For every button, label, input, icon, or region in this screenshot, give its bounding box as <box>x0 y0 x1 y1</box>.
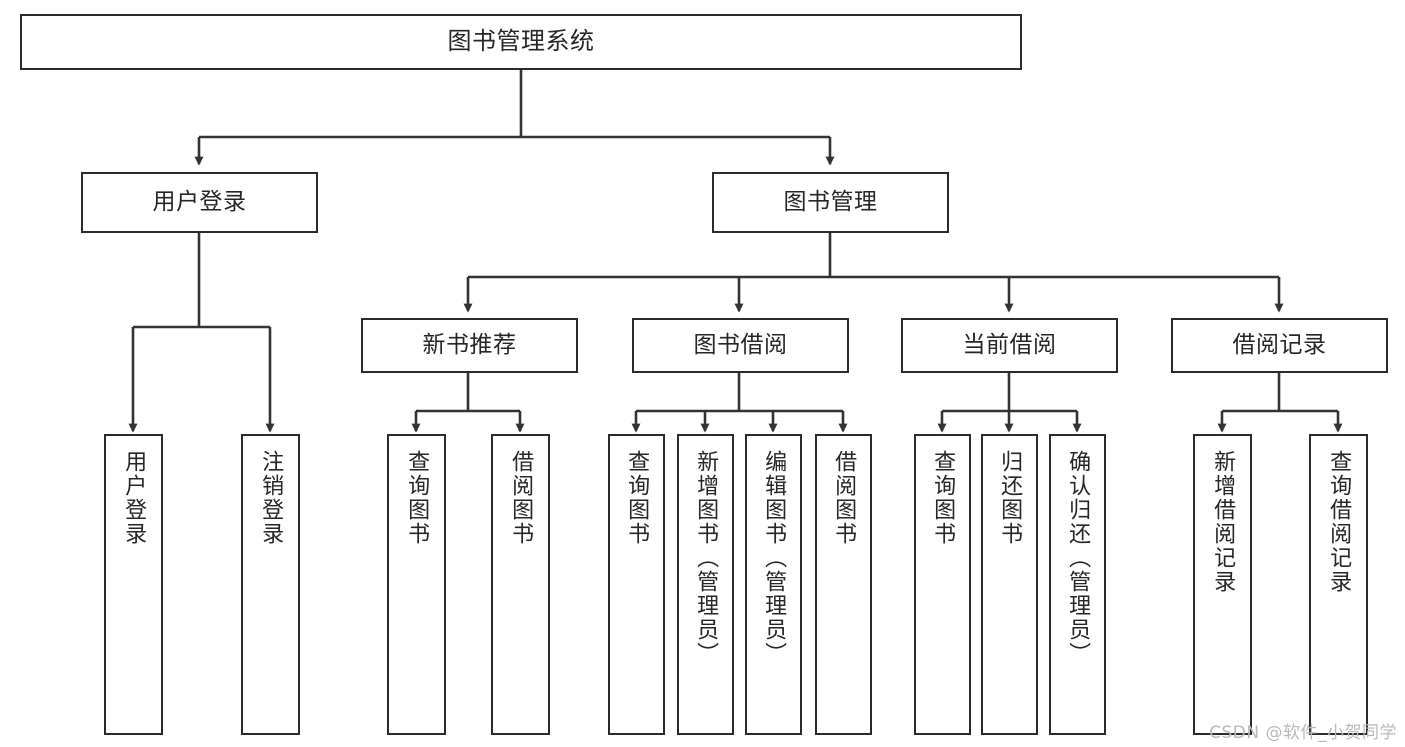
node-leaf-edit-book[interactable]: 编辑图书（管理员） <box>745 434 802 735</box>
node-root-book-management-system[interactable]: 图书管理系统 <box>20 14 1022 70</box>
node-leaf-add-book[interactable]: 新增图书（管理员） <box>677 434 734 735</box>
node-leaf-logout[interactable]: 注销登录 <box>241 434 300 735</box>
node-leaf-query-record-label: 查询借阅记录 <box>1326 450 1352 594</box>
node-current-borrow-label: 当前借阅 <box>962 332 1057 359</box>
node-leaf-user-login-label: 用户登录 <box>121 450 147 546</box>
node-user-login[interactable]: 用户登录 <box>81 172 318 233</box>
node-leaf-add-record-label: 新增借阅记录 <box>1210 450 1236 594</box>
node-borrow-record-label: 借阅记录 <box>1232 332 1327 359</box>
node-leaf-user-login[interactable]: 用户登录 <box>104 434 163 735</box>
node-leaf-confirm-return[interactable]: 确认归还（管理员） <box>1049 434 1106 735</box>
node-current-borrow[interactable]: 当前借阅 <box>901 318 1118 373</box>
node-book-borrow[interactable]: 图书借阅 <box>632 318 849 373</box>
node-leaf-query-book-3-label: 查询图书 <box>930 450 956 546</box>
node-book-management[interactable]: 图书管理 <box>712 172 949 233</box>
node-leaf-edit-book-label: 编辑图书（管理员） <box>761 450 787 666</box>
node-leaf-query-book-2[interactable]: 查询图书 <box>608 434 665 735</box>
node-leaf-borrow-book-1[interactable]: 借阅图书 <box>491 434 550 735</box>
node-leaf-confirm-return-label: 确认归还（管理员） <box>1065 450 1091 666</box>
node-new-book-recommend[interactable]: 新书推荐 <box>361 318 578 373</box>
node-user-login-label: 用户登录 <box>152 189 247 216</box>
node-leaf-query-book-2-label: 查询图书 <box>624 450 650 546</box>
node-borrow-record[interactable]: 借阅记录 <box>1171 318 1388 373</box>
node-leaf-query-record[interactable]: 查询借阅记录 <box>1309 434 1368 735</box>
node-leaf-query-book-1-label: 查询图书 <box>404 450 430 546</box>
node-leaf-borrow-book-2[interactable]: 借阅图书 <box>815 434 872 735</box>
node-book-borrow-label: 图书借阅 <box>693 332 788 359</box>
node-leaf-borrow-book-1-label: 借阅图书 <box>508 450 534 546</box>
node-leaf-add-book-label: 新增图书（管理员） <box>693 450 719 666</box>
node-leaf-borrow-book-2-label: 借阅图书 <box>831 450 857 546</box>
node-leaf-query-book-3[interactable]: 查询图书 <box>914 434 971 735</box>
node-leaf-logout-label: 注销登录 <box>258 450 284 546</box>
node-leaf-query-book-1[interactable]: 查询图书 <box>387 434 446 735</box>
node-leaf-add-record[interactable]: 新增借阅记录 <box>1193 434 1252 735</box>
node-new-book-recommend-label: 新书推荐 <box>422 332 517 359</box>
node-leaf-return-book-label: 归还图书 <box>997 450 1023 546</box>
watermark-text: CSDN @软件_小贺同学 <box>1209 723 1397 743</box>
node-book-management-label: 图书管理 <box>783 189 878 216</box>
node-leaf-return-book[interactable]: 归还图书 <box>981 434 1038 735</box>
node-root-label: 图书管理系统 <box>447 27 595 56</box>
